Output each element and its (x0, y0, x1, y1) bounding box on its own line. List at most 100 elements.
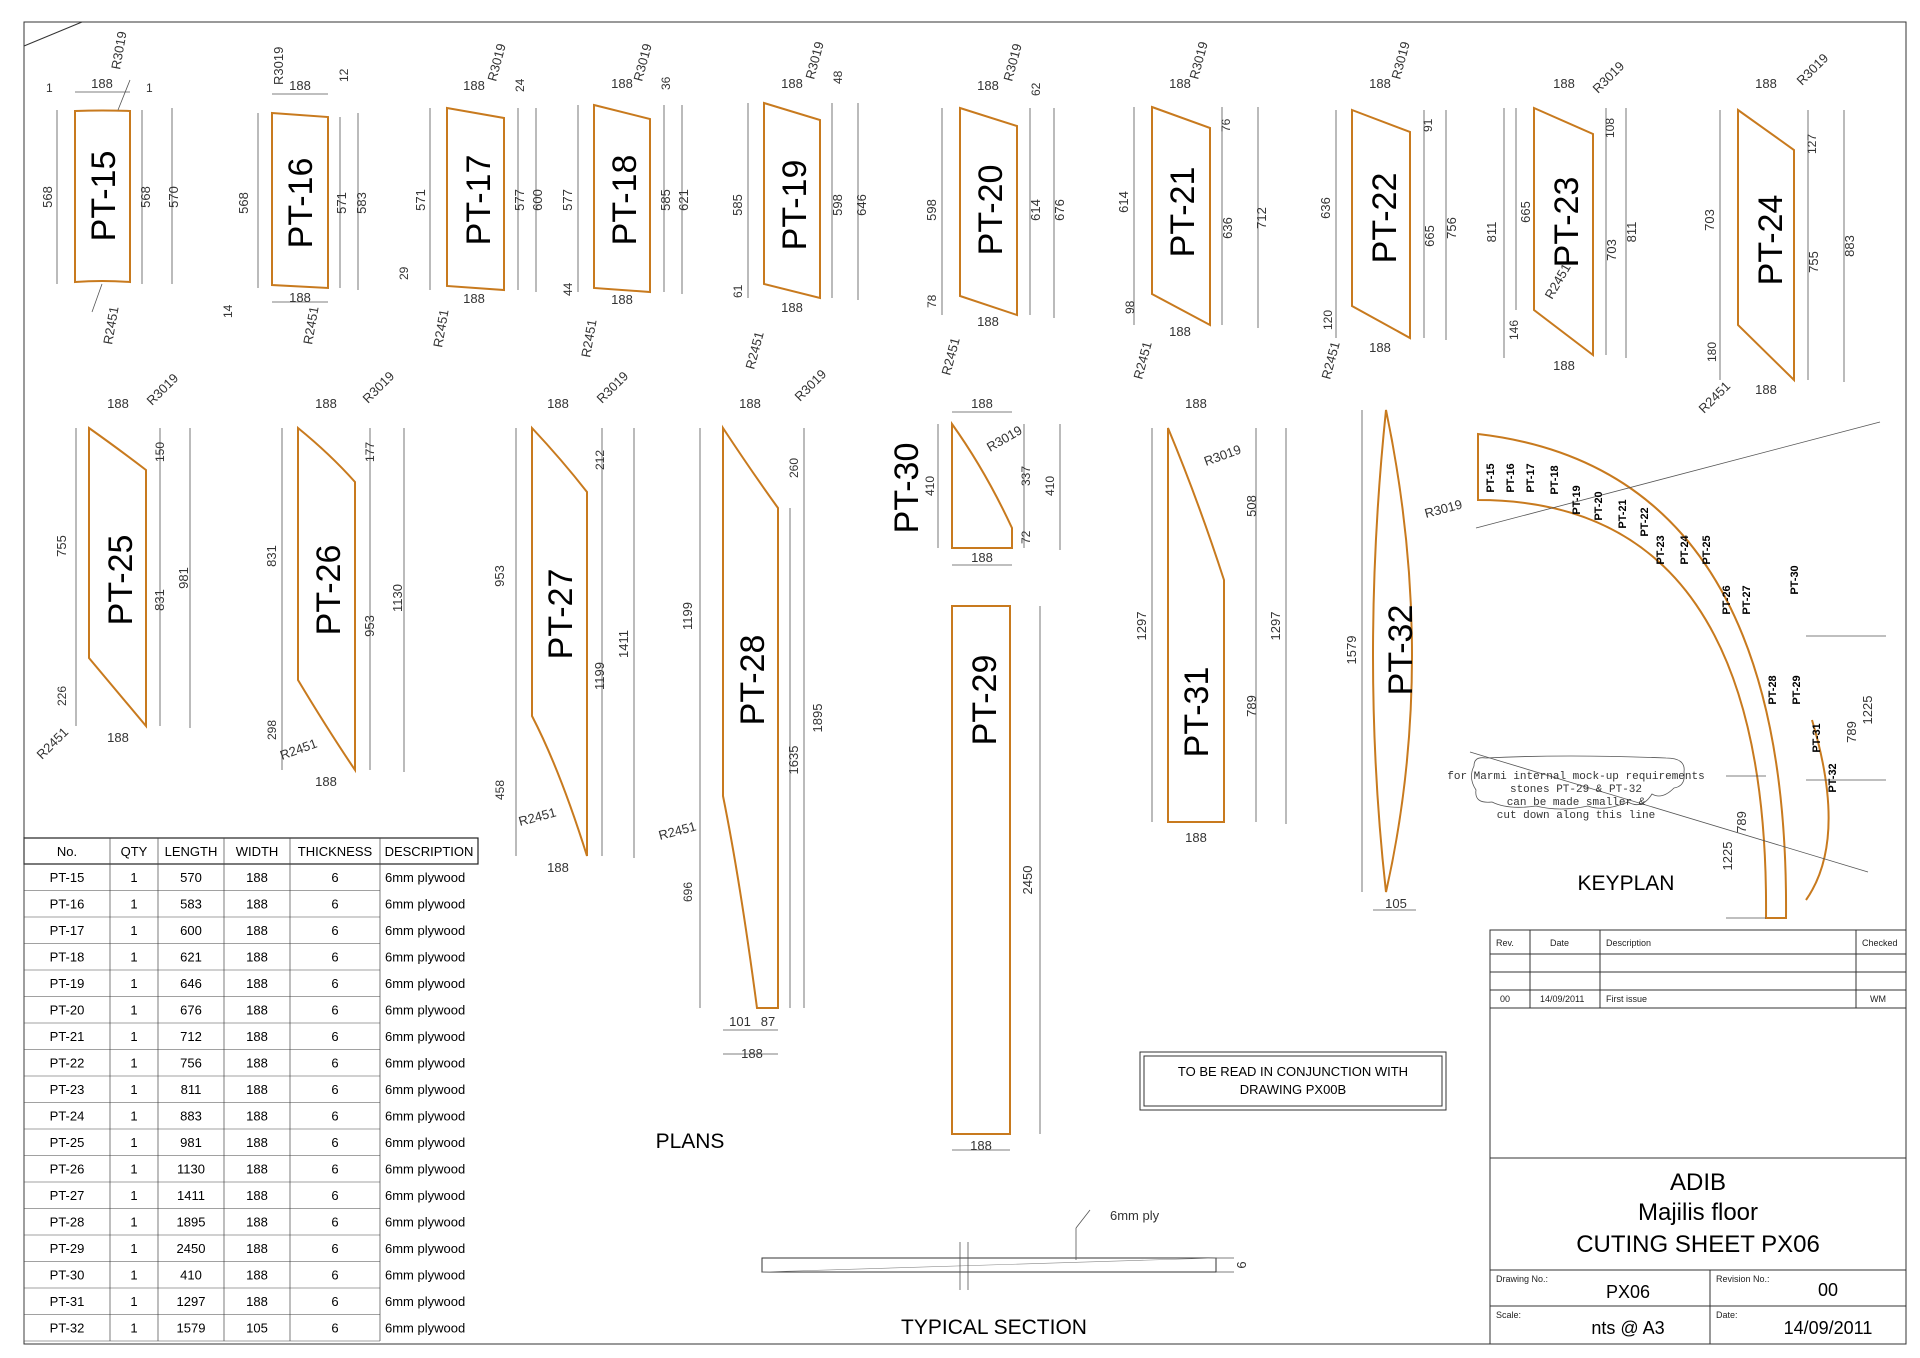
table-cell: 1 (130, 1135, 137, 1150)
radius-bottom: R2451 (657, 818, 698, 842)
dim-left: 665 (1518, 201, 1533, 223)
dim-offset-bottom: 458 (493, 780, 507, 800)
radius-top: R3019 (108, 30, 129, 70)
keyplan-label: PT-22 (1639, 507, 1651, 536)
dim-width-top: 188 (1553, 76, 1575, 91)
radius-bottom: R2451 (578, 318, 599, 358)
dim-width-bottom: 188 (107, 730, 129, 745)
revision-no: 00 (1818, 1280, 1838, 1300)
dim-left: 614 (1116, 191, 1131, 213)
table-cell: 188 (246, 923, 268, 938)
table-cell: 6mm plywood (385, 1268, 465, 1283)
table-header-cell: LENGTH (165, 844, 218, 859)
dim-offset-top: 177 (363, 442, 377, 462)
keyplan-dim: 1225 (1860, 696, 1875, 725)
piece-pt-18: PT-18 577 585 621 188 188 R3019 R2451 36… (560, 42, 691, 359)
dim-left: 1579 (1344, 636, 1359, 665)
piece-pt-25: PT-25 755 831 981 188 188 R3019 R2451 15… (34, 370, 191, 762)
plans-label: PLANS (656, 1130, 725, 1153)
dim-total: 1411 (616, 630, 631, 658)
keyplan-dim: 1225 (1720, 842, 1735, 871)
dim-right: 1199 (592, 662, 607, 690)
piece-pt-15: PT-15 568 568 570 188 R3019 R2451 1 1 (40, 30, 181, 345)
piece-pt-20: PT-20 598 614 676 188 188 R3019 R2451 62… (924, 42, 1067, 377)
dim-offset-bottom: 78 (925, 294, 939, 308)
dim-width-bottom: 188 (1553, 358, 1575, 373)
piece-pt-26: PT-26 831 953 1130 188 188 R3019 R2451 1… (264, 368, 405, 789)
dim-width-bottom: 188 (289, 290, 311, 305)
piece-pt-24: PT-24 703 755 883 188 188 R3019 R2451 12… (1696, 50, 1857, 416)
piece-label: PT-27 (542, 569, 580, 660)
table-cell: 811 (181, 1082, 202, 1097)
table-cell: 1 (130, 1188, 137, 1203)
piece-pt-30: PT-30 410 337 410 188 188 R3019 72 (888, 396, 1061, 566)
dim-width-top: 188 (315, 396, 337, 411)
section-thickness: 6 (1234, 1261, 1249, 1268)
table-cell: 6 (331, 976, 338, 991)
dim-right: 337 (1019, 466, 1033, 486)
dim-offset-bottom: 61 (731, 284, 745, 298)
dim-left: 755 (54, 535, 69, 557)
keyplan-label: PT-28 (1767, 675, 1779, 704)
radius-top: R3019 (1000, 42, 1024, 83)
radius-bottom: R2451 (100, 305, 121, 345)
radius-top: R3019 (144, 370, 182, 408)
dim-offset-2: 1 (146, 81, 153, 95)
sheet-name: CUTING SHEET PX06 (1576, 1231, 1820, 1258)
keyplan-dim: 789 (1844, 721, 1859, 743)
description-value: First issue (1606, 994, 1647, 1004)
dim-width-top: 188 (107, 396, 129, 411)
radius-top: R3019 (360, 368, 398, 406)
dim-offset-bottom: 29 (397, 266, 411, 280)
dim-width-top: 188 (463, 78, 485, 93)
piece-label: PT-22 (1366, 173, 1404, 264)
dim-width-top: 188 (289, 78, 311, 93)
dim-width-top: 188 (739, 396, 761, 411)
table-cell: 6 (331, 1268, 338, 1283)
dim-total: 883 (1842, 235, 1857, 257)
dim-bottom-w2: 87 (761, 1014, 775, 1029)
radius-top: R3019 (630, 42, 654, 83)
table-cell: 188 (246, 1188, 268, 1203)
radius-bottom: R2451 (1696, 378, 1734, 416)
piece-label: PT-19 (776, 160, 814, 251)
description-header: Description (1606, 938, 1651, 948)
table-cell: 1895 (177, 1215, 206, 1230)
dim-offset-top: 260 (787, 458, 801, 478)
dim-total: 676 (1052, 199, 1067, 221)
keyplan-label: PT-27 (1741, 585, 1753, 614)
piece-label: PT-15 (85, 151, 123, 242)
table-cell: 676 (180, 1003, 202, 1018)
dim-total: 600 (530, 189, 545, 211)
table-cell: PT-28 (50, 1215, 85, 1230)
table-cell: 6 (331, 1029, 338, 1044)
table-header-cell: THICKNESS (298, 844, 373, 859)
piece-pt-31: PT-31 1297 789 1297 188 188 R3019 508 (1134, 396, 1287, 845)
piece-pt-32: PT-32 1579 105 R3019 (1344, 409, 1464, 911)
table-cell: 6mm plywood (385, 1294, 465, 1309)
checked-value: WM (1870, 994, 1886, 1004)
table-cell: 6mm plywood (385, 1003, 465, 1018)
keyplan-note-line: can be made smaller & (1507, 797, 1646, 809)
rev-header: Rev. (1496, 938, 1514, 948)
table-cell: 712 (180, 1029, 202, 1044)
table-cell: 1 (130, 1294, 137, 1309)
table-cell: 1 (130, 1109, 137, 1124)
table-cell: 188 (246, 1294, 268, 1309)
table-cell: 6mm plywood (385, 923, 465, 938)
keyplan-label: PT-21 (1617, 499, 1629, 528)
dim-width-bottom: 188 (781, 300, 803, 315)
keyplan-label: PT-31 (1811, 723, 1823, 752)
table-cell: 6mm plywood (385, 1215, 465, 1230)
dim-total: 981 (176, 567, 191, 589)
piece-label: PT-24 (1752, 195, 1790, 286)
dim-right: 953 (362, 615, 377, 637)
table-cell: 188 (246, 1135, 268, 1150)
table-cell: 1130 (177, 1162, 205, 1177)
dim-offset-top: 91 (1421, 118, 1435, 132)
table-cell: 410 (180, 1268, 202, 1283)
table-cell: 188 (246, 870, 268, 885)
keyplan-label: PT-24 (1679, 534, 1691, 564)
drawing-no-label: Drawing No.: (1496, 1274, 1548, 1284)
